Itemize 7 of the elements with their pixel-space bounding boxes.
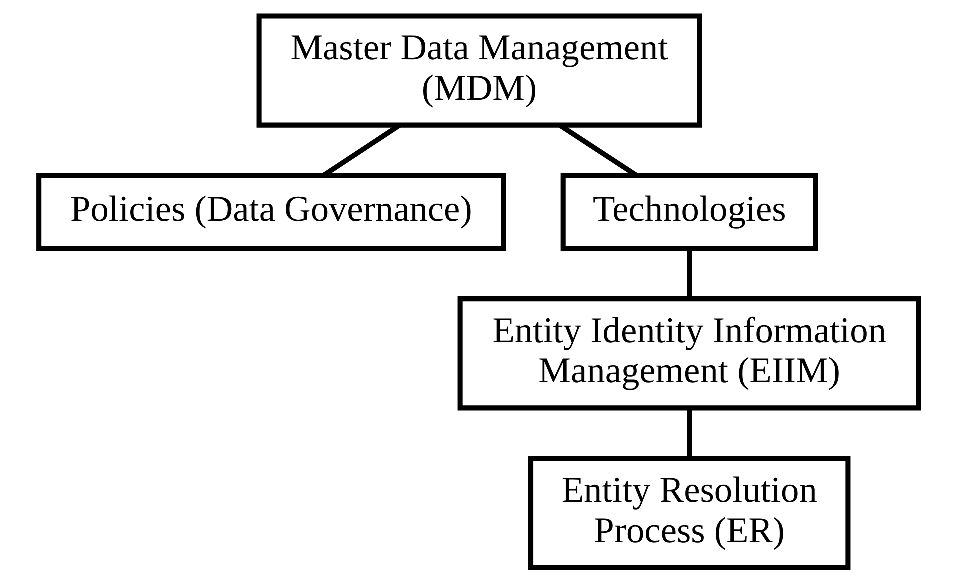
node-box: Entity Identity Information Management (EIIM) [458,296,922,411]
connector [687,248,692,299]
node-box: Master Data Management (MDM) [256,14,702,128]
connector [687,408,692,459]
node-box: Entity Resolution Process (ER) [528,456,851,570]
node-box: Technologies [560,173,818,252]
node-box: Policies (Data Governance) [36,173,506,252]
